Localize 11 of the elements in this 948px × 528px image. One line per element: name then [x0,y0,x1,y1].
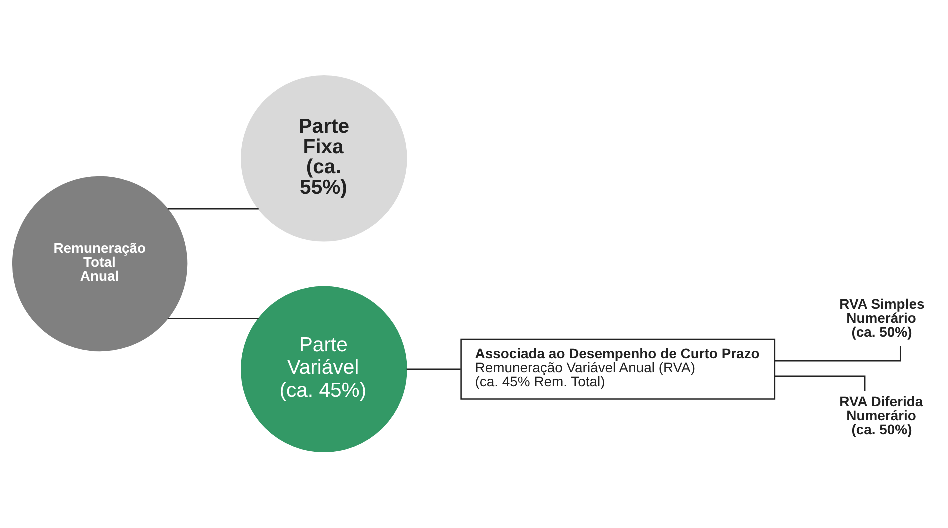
node-box: Associada ao Desempenho de Curto Prazo Remuneração Variável Anual (RVA) (ca. 45% Rem. Total) [460,338,776,400]
node-text: RVA Simples Numerário (ca. 50%) [840,296,925,340]
node-circle: Parte Variável (ca. 45%) [241,286,408,453]
connector [168,318,259,320]
connector [406,368,461,370]
node-text: RVA Diferida Numerário (ca. 50%) [840,394,924,438]
connector [775,376,866,392]
node-circle: Remuneração Total Anual [12,176,188,352]
connector [168,208,259,210]
connector [775,346,902,362]
node-circle: Parte Fixa (ca. 55%) [241,75,408,242]
